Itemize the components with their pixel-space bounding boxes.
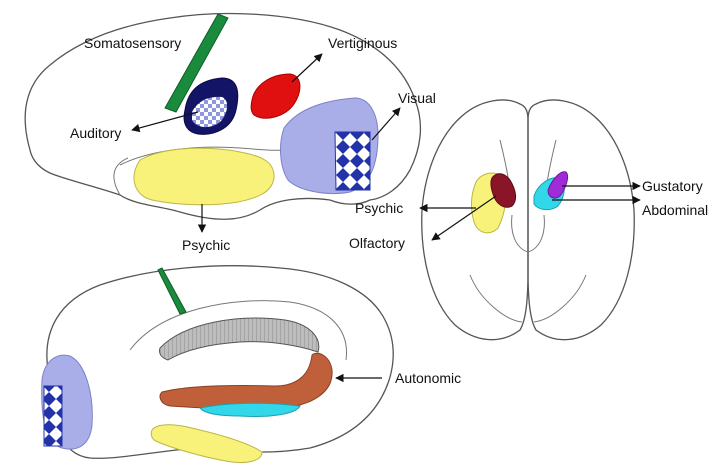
temporal-pole bbox=[114, 158, 128, 195]
psychic-region-medial bbox=[151, 425, 262, 463]
gustatory-region bbox=[548, 172, 568, 198]
autonomic-region bbox=[160, 353, 332, 409]
label-somatosensory: Somatosensory bbox=[84, 35, 181, 51]
label-visual: Visual bbox=[398, 90, 436, 106]
label-auditory: Auditory bbox=[70, 125, 121, 141]
label-gustatory: Gustatory bbox=[642, 178, 703, 194]
label-psychic-ventral: Psychic bbox=[355, 200, 403, 216]
visual-region-checker bbox=[335, 132, 370, 190]
visual-region-medial-checker bbox=[44, 386, 62, 446]
cyan-region-medial bbox=[200, 403, 300, 416]
medial-brain-outline bbox=[47, 266, 393, 459]
label-olfactory: Olfactory bbox=[349, 235, 405, 251]
corpus-callosum bbox=[159, 318, 318, 360]
cerebellum-right bbox=[534, 275, 586, 322]
arrow-vertiginous bbox=[292, 54, 322, 82]
label-vertiginous: Vertiginous bbox=[328, 35, 397, 51]
green-region-medial bbox=[158, 268, 186, 314]
cerebellum-left bbox=[470, 275, 522, 322]
label-psychic-lateral: Psychic bbox=[182, 237, 230, 253]
label-autonomic: Autonomic bbox=[395, 370, 461, 386]
labels: Somatosensory Vertiginous Auditory Visua… bbox=[70, 35, 708, 386]
psychic-region-lateral bbox=[134, 148, 274, 205]
label-abdominal: Abdominal bbox=[642, 202, 708, 218]
medial-brain-view bbox=[42, 266, 394, 463]
ventral-brain-view bbox=[422, 100, 634, 340]
